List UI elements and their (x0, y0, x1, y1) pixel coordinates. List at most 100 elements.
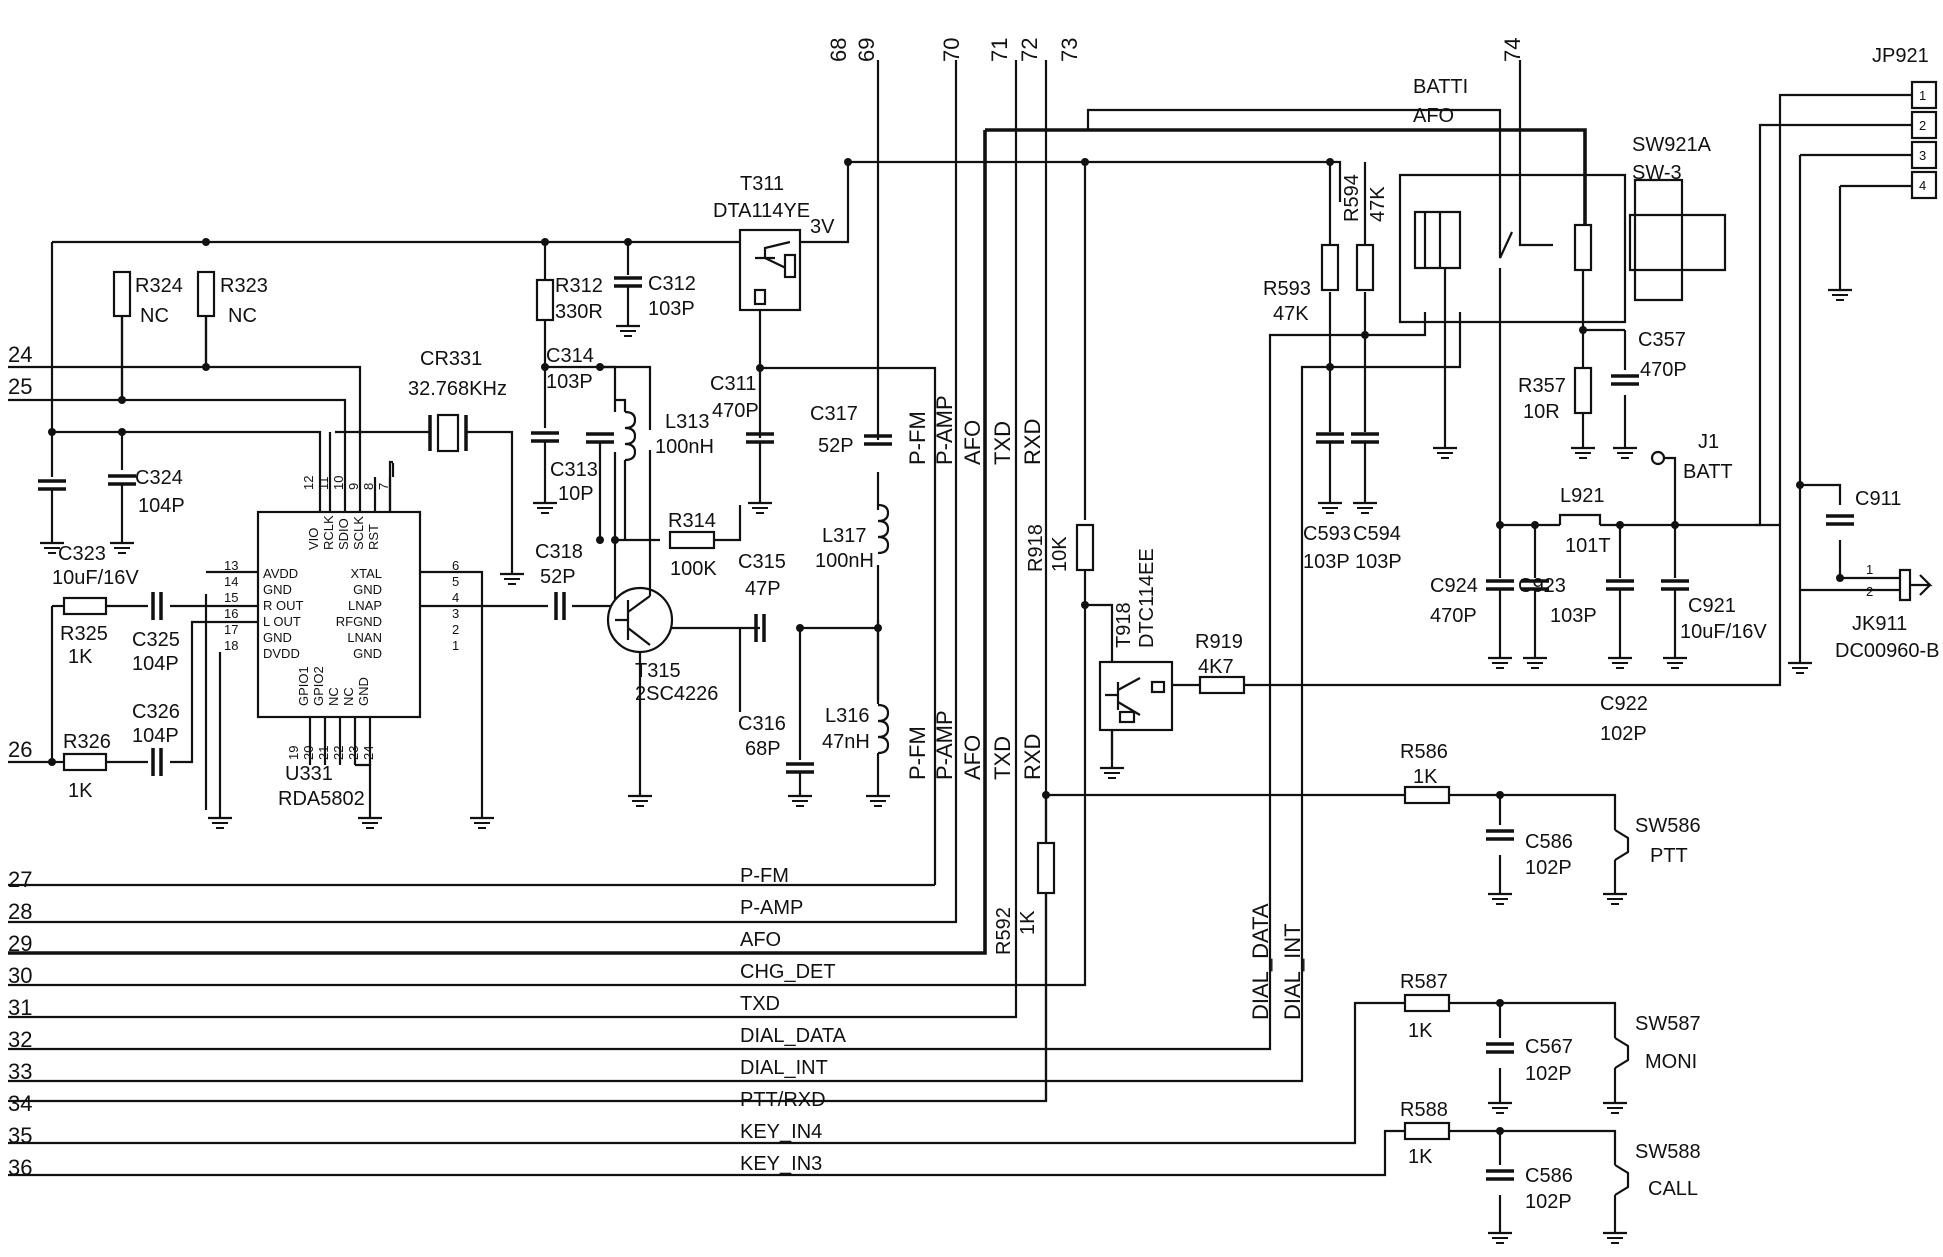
t315-ref: T315 (635, 660, 681, 682)
ic-pinnum-20: 20 (301, 746, 316, 760)
t315-body (606, 586, 674, 654)
vsig-pfm-upper: P-FM (905, 411, 930, 465)
r324-body (112, 270, 132, 318)
sw587-ref: SW587 (1635, 1013, 1701, 1035)
r919-ref: R919 (1195, 631, 1243, 653)
r323-ref: R323 (220, 275, 268, 297)
ic-pinnum-16: 16 (224, 606, 238, 621)
pin-36: 36 (8, 1155, 32, 1180)
ic-pinnum-11: 11 (316, 477, 331, 491)
jp921-pin-3: 3 (1919, 148, 1926, 163)
r357-ref: R357 (1518, 375, 1566, 397)
r593-ref: R593 (1263, 278, 1311, 300)
t311-val: DTA114YE (713, 200, 810, 222)
ic-pin-lnan: LNAN (347, 630, 382, 645)
r594-val: 47K (1367, 186, 1389, 222)
ic-pinnum-7: 7 (376, 483, 391, 490)
r325-body (62, 596, 108, 616)
ic-pin-rfgnd: RFGND (336, 614, 382, 629)
r918-body (1075, 523, 1095, 572)
j1-ref: J1 (1698, 431, 1719, 453)
r314-body (668, 530, 716, 550)
c311-ref: C311 (710, 373, 756, 395)
pin-28: 28 (8, 899, 32, 924)
vsig-pfm-lower: P-FM (905, 726, 930, 780)
c316-val: 68P (745, 738, 781, 760)
sw921a-ref: SW921A (1632, 134, 1712, 156)
sw586-ref: SW586 (1635, 815, 1701, 837)
pin-32: 32 (8, 1027, 32, 1052)
vsig-dial-int: DIAL_INT (1280, 923, 1305, 1020)
r919-val: 4K7 (1198, 656, 1234, 678)
vsig-txd-lower: TXD (990, 736, 1015, 780)
t311-ref: T311 (740, 173, 784, 195)
pin-33: 33 (8, 1059, 32, 1084)
r357-val: 10R (1523, 401, 1560, 423)
jk911-pin-2: 2 (1866, 584, 1873, 599)
t311-supply: 3V (810, 216, 835, 238)
r919-body (1198, 675, 1246, 695)
r593-body (1320, 243, 1340, 292)
c313-val: 10P (558, 483, 594, 505)
vsig-afo-lower: AFO (960, 735, 985, 780)
c357-val: 470P (1640, 359, 1687, 381)
ic-part: RDA5802 (278, 788, 365, 810)
ic-pinnum-23: 23 (346, 746, 361, 760)
ic-pinnum-9: 9 (346, 483, 361, 490)
sig-dial-int: DIAL_INT (740, 1057, 828, 1079)
c567-val: 102P (1525, 1063, 1572, 1085)
sig-pamp: P-AMP (740, 897, 803, 919)
vsig-txd-upper: TXD (990, 421, 1015, 465)
vsig-rxd-upper: RXD (1020, 419, 1045, 465)
jk911-pin-1: 1 (1866, 562, 1873, 577)
ic-pinnum-10: 10 (331, 476, 346, 490)
r326-body (62, 752, 108, 772)
c326-ref: C326 (132, 701, 180, 723)
sig-pfm: P-FM (740, 865, 789, 887)
c593-ref: C593 (1303, 523, 1351, 545)
capacitors (36, 276, 1856, 1181)
c921-ref: C921 (1688, 595, 1736, 617)
pin-71: 71 (987, 38, 1012, 62)
c357-ref: C357 (1638, 329, 1686, 351)
c922-val: 102P (1600, 723, 1647, 745)
t918-val: DTC114EE (1136, 548, 1158, 648)
vsig-pamp-upper: P-AMP (932, 395, 957, 465)
pin-26: 26 (8, 737, 32, 762)
jp921-pin-1: 1 (1919, 88, 1926, 103)
c311-val: 470P (712, 400, 759, 422)
ic-pinnum-14: 14 (224, 574, 238, 589)
jk911-ref: JK911 (1852, 613, 1907, 635)
component-labels: R324 NC R323 NC C323 10uF/16V C324 104P … (52, 45, 1940, 1213)
wires (8, 60, 1912, 1225)
c317-val: 52P (818, 435, 854, 457)
vsig-afo-upper: AFO (960, 420, 985, 465)
cr331-ref: CR331 (420, 348, 482, 370)
ic-pinnum-3: 3 (452, 606, 459, 621)
r592-val: 1K (1017, 910, 1039, 935)
r312-body (535, 278, 555, 322)
inductors (615, 398, 890, 788)
c924-val: 470P (1430, 605, 1477, 627)
c586b-val: 102P (1525, 1191, 1572, 1213)
t918-ref: T918 (1113, 602, 1135, 648)
c594-val: 103P (1355, 551, 1402, 573)
ic-pinnum-12: 12 (301, 476, 316, 490)
c315-val: 47P (745, 578, 781, 600)
c312-ref: C312 (648, 273, 696, 295)
sig-key-in4: KEY_IN4 (740, 1121, 822, 1143)
jp921-ref: JP921 (1872, 45, 1929, 67)
ic-pinnum-15: 15 (224, 590, 238, 605)
c316-ref: C316 (738, 713, 786, 735)
r325-val: 1K (68, 646, 93, 668)
ic-pinnum-1: 1 (452, 638, 459, 653)
connector-jp921: 1 2 3 4 1 2 (1866, 80, 1938, 602)
sig-ptt-rxd: PTT/RXD (740, 1089, 826, 1111)
r326-ref: R326 (63, 731, 111, 753)
cr331-val: 32.768KHz (408, 378, 507, 400)
c318-ref: C318 (535, 541, 583, 563)
ic-pinnum-22: 22 (331, 746, 346, 760)
sig-txd: TXD (740, 993, 780, 1015)
bottom-signal-labels: P-FM P-AMP AFO CHG_DET TXD DIAL_DATA DIA… (740, 865, 847, 1175)
net-batti: BATTI (1413, 76, 1468, 98)
